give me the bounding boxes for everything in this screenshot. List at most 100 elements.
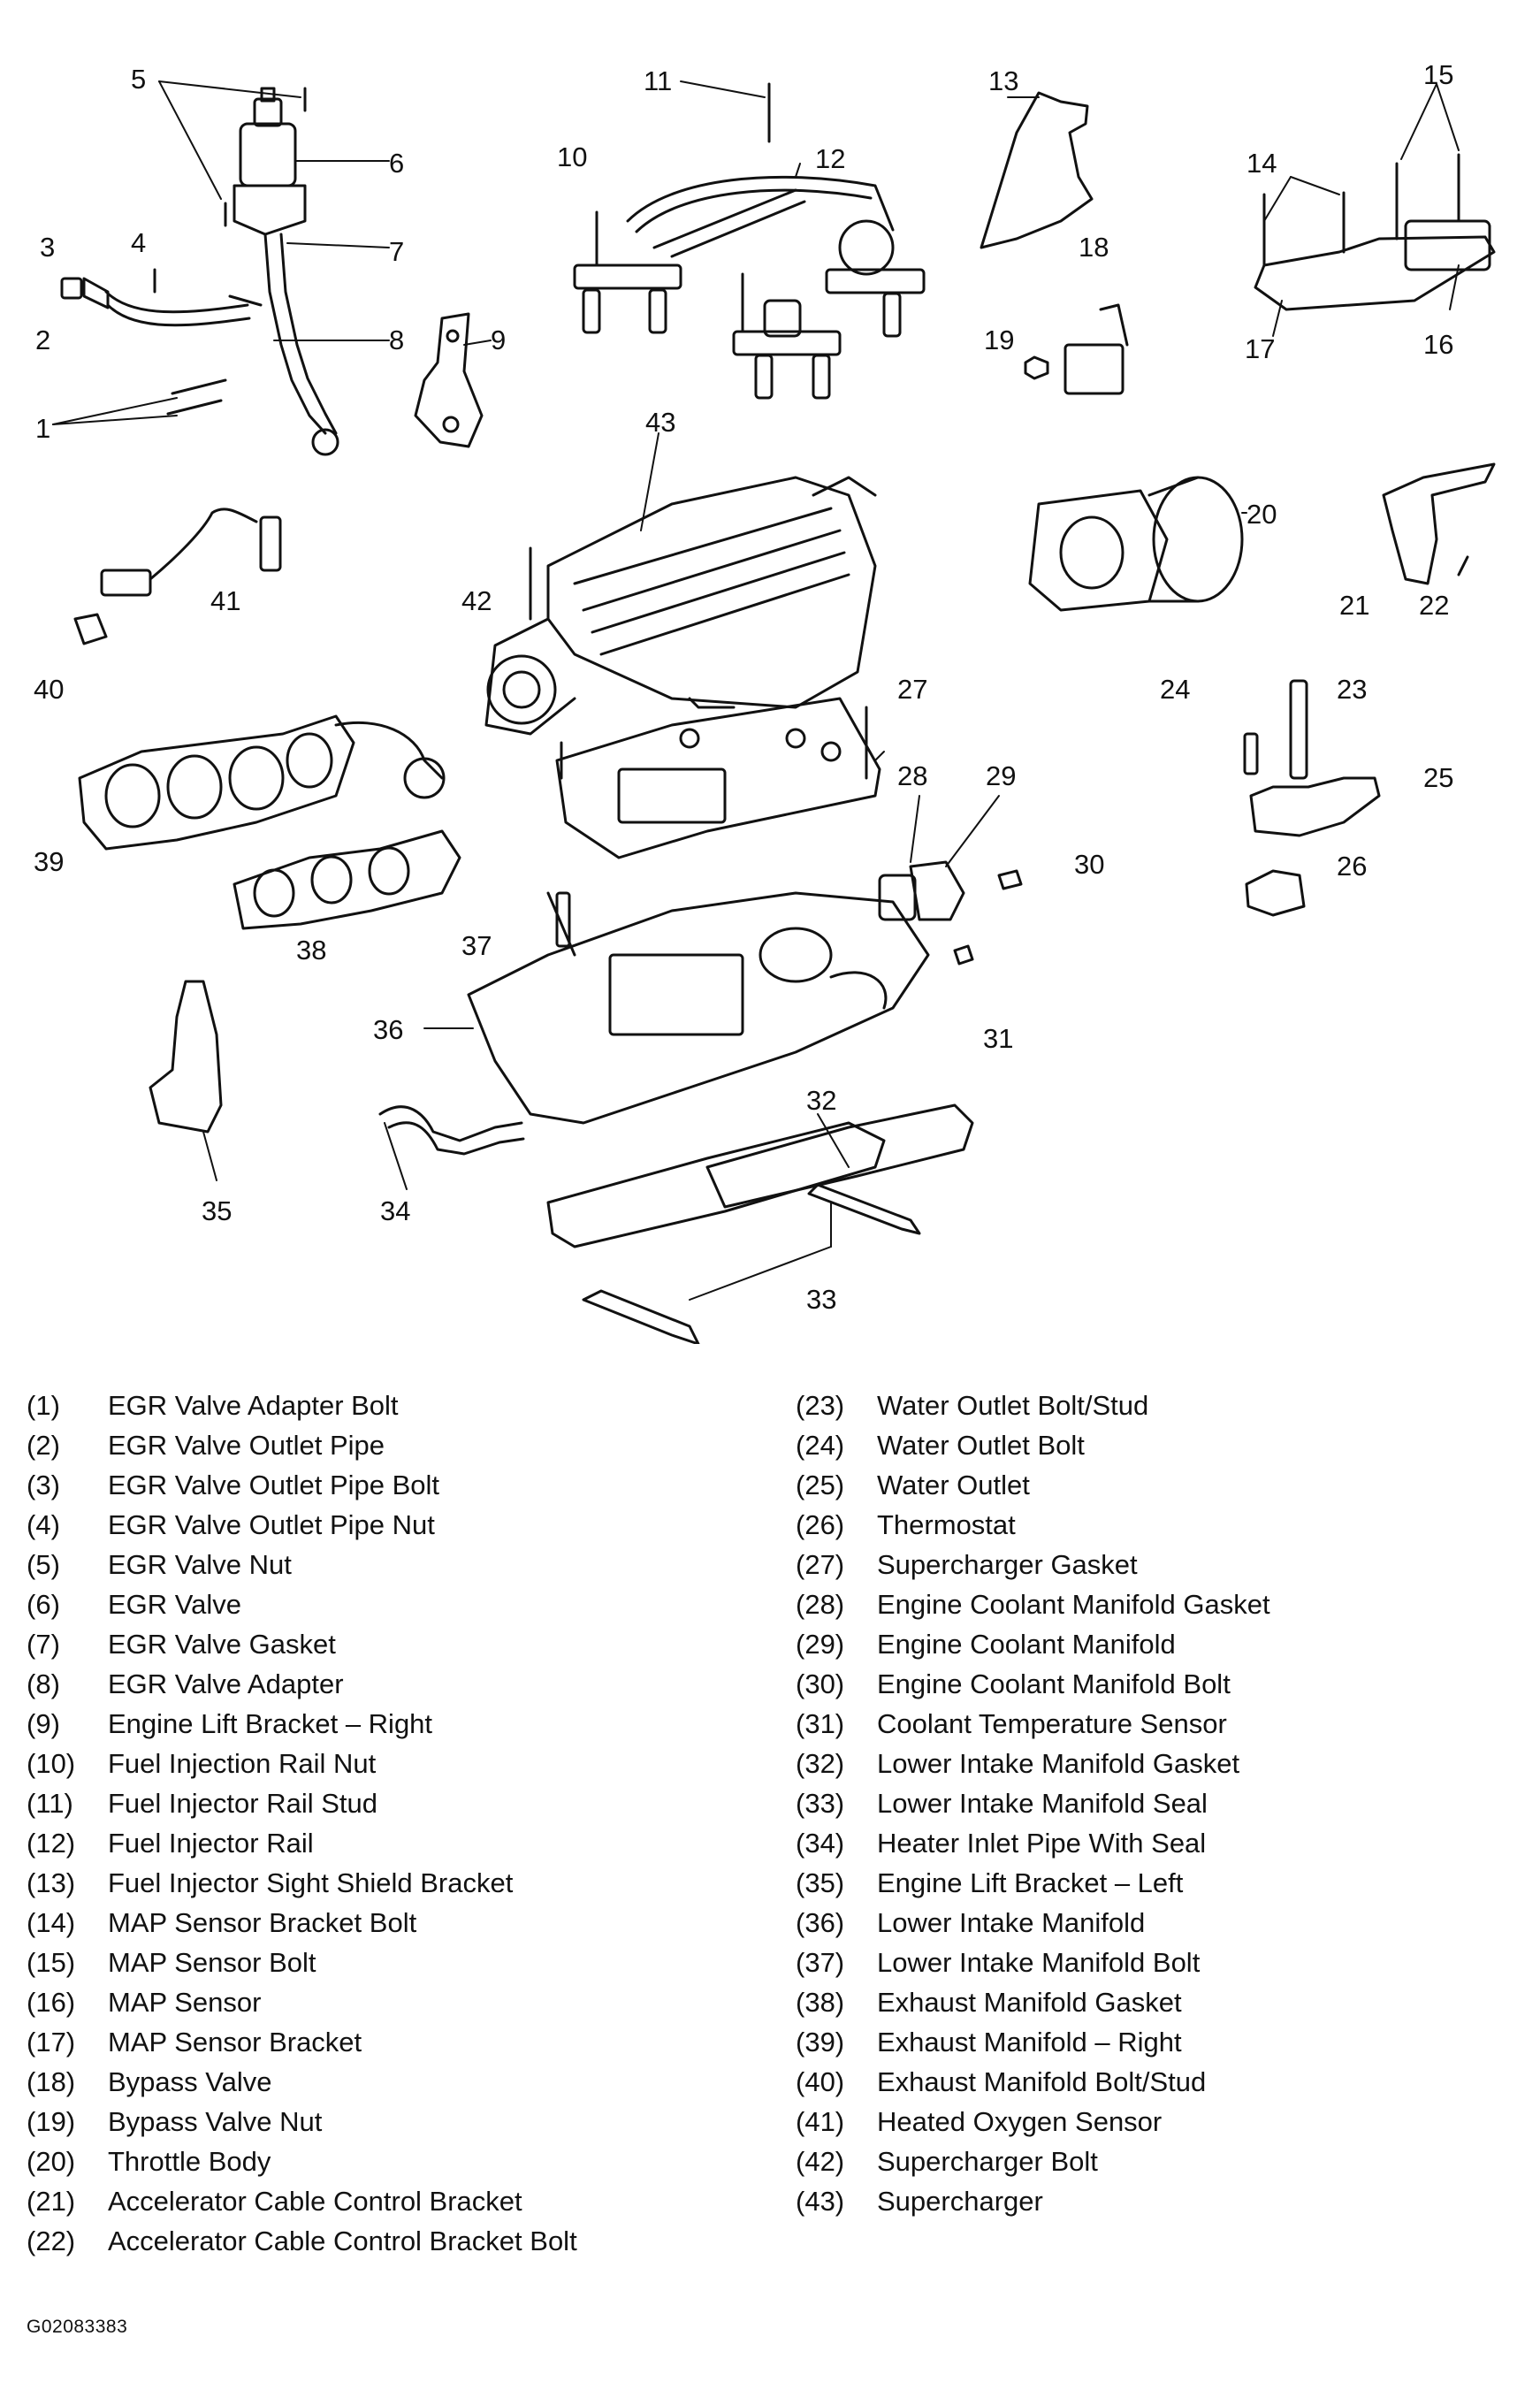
legend-item: (42)Supercharger Bolt: [796, 2146, 1098, 2178]
legend-item: (27)Supercharger Gasket: [796, 1549, 1138, 1581]
legend-item-description: Engine Coolant Manifold: [877, 1629, 1176, 1660]
lower-intake-manifold-gasket: [546, 1121, 886, 1248]
water-outlet-stud: [1289, 679, 1308, 780]
legend-item-description: MAP Sensor Bracket: [108, 2027, 362, 2058]
legend-item-number: (31): [796, 1708, 845, 1739]
legend-item-description: EGR Valve Adapter: [108, 1668, 344, 1699]
callout-4: 4: [131, 227, 146, 258]
legend-item-description: Engine Lift Bracket – Left: [877, 1867, 1184, 1898]
legend-item: (19)Bypass Valve Nut: [27, 2106, 322, 2138]
legend-item-description: Lower Intake Manifold Bolt: [877, 1947, 1201, 1978]
supercharger: [484, 476, 877, 736]
legend-item-number: (35): [796, 1867, 845, 1898]
legend-item-description: Accelerator Cable Control Bracket: [108, 2186, 522, 2217]
legend-item-number: (20): [27, 2146, 76, 2177]
legend-item-number: (18): [27, 2066, 76, 2097]
legend-item: (18)Bypass Valve: [27, 2066, 272, 2098]
accelerator-cable-bracket: [1382, 462, 1496, 585]
legend-item-number: (2): [27, 1430, 60, 1461]
legend-item-number: (7): [27, 1629, 60, 1660]
callout-5: 5: [131, 64, 146, 95]
legend-item: (17) MAP Sensor Bracket: [27, 2027, 362, 2058]
legend-item-number: (29): [796, 1629, 845, 1660]
callout-8: 8: [389, 324, 404, 355]
callout-24: 24: [1160, 674, 1190, 705]
legend-item-number: (37): [796, 1947, 845, 1978]
callout-13: 13: [988, 65, 1018, 96]
legend-item-description: EGR Valve Adapter Bolt: [108, 1390, 399, 1421]
callout-40: 40: [34, 674, 64, 705]
legend-item-number: (12): [27, 1828, 76, 1859]
legend-item: (9)Engine Lift Bracket – Right: [27, 1708, 432, 1740]
legend-item-number: (22): [27, 2225, 76, 2256]
legend-item-description: Water Outlet: [877, 1470, 1030, 1500]
engine-lift-bracket-left: [149, 980, 223, 1134]
legend-item-description: Accelerator Cable Control Bracket Bolt: [108, 2225, 577, 2256]
heated-oxygen-sensor: [73, 508, 282, 645]
legend-item-description: EGR Valve Gasket: [108, 1629, 336, 1660]
legend-item-number: (16): [27, 1987, 76, 2018]
fuel-injector-rail: [573, 82, 926, 400]
legend-item-number: (11): [27, 1788, 73, 1819]
legend-item-description: EGR Valve Nut: [108, 1549, 292, 1580]
legend-item: (10)Fuel Injection Rail Nut: [27, 1748, 376, 1780]
legend-item-number: (32): [796, 1748, 845, 1779]
engine-lift-bracket-right: [414, 312, 484, 448]
callout-38: 38: [296, 935, 326, 966]
legend-item-number: (3): [27, 1470, 60, 1500]
legend-item: (29) Engine Coolant Manifold: [796, 1629, 1176, 1661]
coolant-manifold-gasket: [878, 874, 917, 921]
legend-item-description: Water Outlet Bolt: [877, 1430, 1085, 1461]
legend-item: (36)Lower Intake Manifold: [796, 1907, 1145, 1939]
legend-item-description: Thermostat: [877, 1509, 1016, 1540]
legend-item-description: Engine Coolant Manifold Gasket: [877, 1589, 1270, 1620]
map-sensor-group: [1254, 153, 1496, 311]
legend-item: (40)Exhaust Manifold Bolt/Stud: [796, 2066, 1206, 2098]
legend-item: (34)Heater Inlet Pipe With Seal: [796, 1828, 1206, 1859]
legend-item-description: Heated Oxygen Sensor: [877, 2106, 1163, 2137]
legend-item-number: (38): [796, 1987, 845, 2018]
legend-item: (43) Supercharger: [796, 2186, 1043, 2218]
legend-item-number: (1): [27, 1390, 60, 1421]
callout-21: 21: [1339, 590, 1369, 621]
callout-27: 27: [897, 674, 927, 705]
legend-item-description: Supercharger: [877, 2186, 1043, 2217]
callout-23: 23: [1337, 674, 1367, 705]
legend-item-description: EGR Valve Outlet Pipe Nut: [108, 1509, 435, 1540]
egr-valve-group: [60, 87, 339, 456]
legend-item-description: Exhaust Manifold – Right: [877, 2027, 1182, 2058]
legend-item-number: (19): [27, 2106, 76, 2137]
thermostat: [1245, 869, 1306, 917]
legend-item: (25)Water Outlet: [796, 1470, 1030, 1501]
callout-34: 34: [380, 1195, 410, 1226]
legend-item-number: (5): [27, 1549, 60, 1580]
legend-item-number: (14): [27, 1907, 76, 1938]
legend-item-description: MAP Sensor Bolt: [108, 1947, 316, 1978]
legend-item-description: EGR Valve: [108, 1589, 242, 1620]
legend-item-number: (8): [27, 1668, 60, 1699]
legend-item-number: (17): [27, 2027, 76, 2058]
throttle-body: [1028, 476, 1244, 612]
callout-14: 14: [1246, 148, 1277, 179]
callout-6: 6: [389, 148, 404, 179]
legend-item: (7) EGR Valve Gasket: [27, 1629, 336, 1661]
legend-item: (26)Thermostat: [796, 1509, 1016, 1541]
legend-item-description: Fuel Injector Rail: [108, 1828, 314, 1859]
legend-item-number: (24): [796, 1430, 845, 1461]
heater-inlet-pipe: [378, 1105, 523, 1142]
callout-9: 9: [491, 324, 506, 355]
legend-item-number: (21): [27, 2186, 76, 2217]
legend-item: (39)Exhaust Manifold – Right: [796, 2027, 1182, 2058]
callout-26: 26: [1337, 851, 1367, 882]
legend-item-description: Throttle Body: [108, 2146, 271, 2177]
callout-25: 25: [1423, 762, 1453, 793]
legend-item-number: (30): [796, 1668, 845, 1699]
legend-item-number: (23): [796, 1390, 845, 1421]
legend-item: (13)Fuel Injector Sight Shield Bracket: [27, 1867, 513, 1899]
legend-item-number: (40): [796, 2066, 845, 2097]
legend-item-description: Engine Lift Bracket – Right: [108, 1708, 433, 1739]
legend-item: (30)Engine Coolant Manifold Bolt: [796, 1668, 1231, 1700]
legend-item-number: (4): [27, 1509, 60, 1540]
callout-19: 19: [984, 324, 1014, 355]
legend-item-number: (43): [796, 2186, 845, 2217]
